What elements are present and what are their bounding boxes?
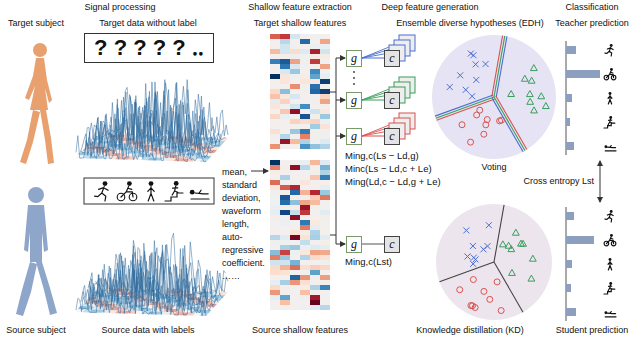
generator-box: g bbox=[346, 50, 362, 67]
node-text: c bbox=[389, 93, 394, 108]
stage-header: Shallow feature extraction bbox=[248, 2, 352, 13]
classifier-box: c bbox=[384, 92, 400, 109]
stage-header: Classification bbox=[565, 2, 618, 13]
connector bbox=[362, 100, 384, 101]
column-label: Target subject bbox=[8, 18, 64, 29]
activity-icon bbox=[608, 92, 612, 104]
source-subject-figure bbox=[16, 187, 57, 316]
cross-entropy-label: Cross entropy Lst bbox=[523, 176, 594, 187]
column-label: Teacher prediction bbox=[555, 18, 629, 29]
teacher-bars bbox=[566, 41, 600, 155]
activity-icon bbox=[604, 145, 616, 151]
ensemble-pie bbox=[432, 35, 556, 159]
activity-icon bbox=[604, 116, 615, 128]
connector bbox=[362, 136, 384, 137]
feature-bracket bbox=[330, 58, 345, 244]
source-feature-matrix bbox=[270, 160, 330, 310]
voting-label: Voting bbox=[481, 162, 506, 173]
generator-box: g bbox=[346, 92, 362, 109]
activity-icon bbox=[95, 181, 109, 201]
classifier-box: c bbox=[384, 50, 400, 67]
column-label: Target data without label bbox=[99, 18, 197, 29]
column-label: Student prediction bbox=[556, 325, 629, 336]
generator-box: g bbox=[346, 128, 362, 145]
student-bars bbox=[566, 207, 594, 321]
node-text: c bbox=[389, 129, 394, 144]
activity-icon bbox=[190, 190, 209, 199]
node-text: g bbox=[351, 93, 357, 108]
column-label: Source subject bbox=[6, 325, 66, 336]
column-label: Ensemble diverse hypotheses (EDH) bbox=[396, 18, 544, 29]
student-pie bbox=[436, 204, 552, 320]
loss-formula: Ming,c(Ls − Ld,g) bbox=[345, 150, 419, 161]
label-box bbox=[84, 178, 214, 204]
cross-entropy-arrow bbox=[600, 161, 601, 202]
column-label: Target shallow features bbox=[254, 18, 347, 29]
loss-formula: Ming(Ld,c − Ld,g + Le) bbox=[345, 176, 441, 187]
ellipsis-dot bbox=[353, 77, 355, 79]
activity-icon bbox=[604, 68, 616, 80]
activity-icon bbox=[604, 311, 616, 317]
node-text: g bbox=[351, 129, 357, 144]
generator-box: g bbox=[346, 236, 362, 253]
ellipsis-dot bbox=[353, 83, 355, 85]
activity-icon bbox=[604, 282, 615, 294]
node-text: ? ? ? ? ? ‥ bbox=[94, 35, 204, 61]
activity-icon bbox=[604, 234, 616, 246]
feature-list: mean, standard deviation, waveform lengt… bbox=[222, 166, 270, 283]
source-signal-plot bbox=[76, 233, 228, 316]
column-label: Source data with labels bbox=[101, 325, 194, 336]
activity-icon bbox=[605, 44, 613, 56]
activity-icon bbox=[605, 210, 613, 222]
connector bbox=[362, 58, 384, 59]
activity-icon bbox=[148, 181, 154, 201]
column-label: Source shallow features bbox=[252, 325, 348, 336]
activity-icon bbox=[117, 181, 137, 201]
feature-arrow bbox=[251, 171, 268, 172]
loss-formula: Ming,c(Lst) bbox=[345, 256, 392, 267]
connector bbox=[362, 244, 384, 245]
classifier-box: c bbox=[384, 236, 400, 253]
loss-formula: Minc(Ls − Ld,c + Le) bbox=[345, 163, 432, 174]
column-label: Knowledge distillation (KD) bbox=[416, 325, 524, 336]
unlabeled-data-box: ? ? ? ? ? ‥ bbox=[84, 33, 214, 63]
stage-header: Signal processing bbox=[84, 2, 155, 13]
classifier-box: c bbox=[384, 128, 400, 145]
node-text: g bbox=[351, 51, 357, 66]
ellipsis-dot bbox=[353, 71, 355, 73]
node-text: c bbox=[389, 51, 394, 66]
activity-icon bbox=[165, 181, 183, 201]
stage-header: Deep feature generation bbox=[381, 2, 478, 13]
node-text: g bbox=[351, 237, 357, 252]
node-text: c bbox=[389, 237, 394, 252]
target-signal-plot bbox=[76, 80, 228, 162]
target-feature-matrix bbox=[270, 34, 330, 149]
target-subject-figure bbox=[20, 43, 54, 164]
activity-icon bbox=[608, 258, 612, 270]
